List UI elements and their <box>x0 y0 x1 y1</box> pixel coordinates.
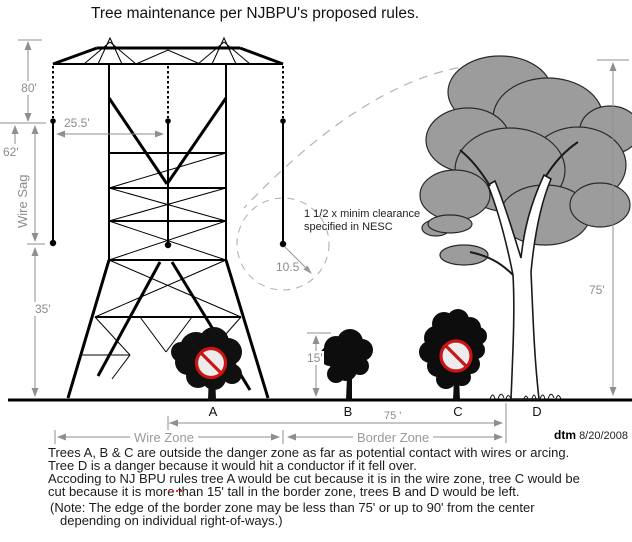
grass-tufts <box>489 393 562 400</box>
dim-75ft-tree-label: 75' <box>588 283 606 297</box>
dim-25-5ft-label: 25.5' <box>64 116 90 130</box>
tree-d-drawing <box>419 55 632 400</box>
explanation-line-4: cut because it is more than 15' tall in … <box>48 484 520 500</box>
note-line-2: depending on individual right-of-ways.) <box>60 513 283 529</box>
tree-c-label: C <box>453 404 463 419</box>
dim-80ft-label: 80' <box>13 81 45 95</box>
nesc-clearance-circle <box>236 197 330 291</box>
page-title: Tree maintenance per NJBPU's proposed ru… <box>91 5 420 22</box>
no-symbol-icon <box>194 346 228 380</box>
dim-62ft-label: 62' <box>2 145 20 159</box>
wire-sag-label: Wire Sag <box>15 174 30 228</box>
transmission-tower-icon <box>52 36 284 399</box>
no-symbol-icon <box>439 339 473 373</box>
nesc-clearance-note-line2: specified in NESC <box>304 221 393 233</box>
signature-initials: dtm <box>554 428 576 442</box>
tree-b-label: B <box>343 404 353 419</box>
explanation-line-2: Tree D is a danger because it would hit … <box>48 458 417 474</box>
insulators-and-wires <box>49 66 287 249</box>
explanation-text: Trees A, B & C are outside the danger zo… <box>48 446 580 528</box>
tree-a-drawing <box>171 327 242 400</box>
signature-date: 8/20/2008 <box>579 430 628 442</box>
tree-b-drawing <box>320 329 373 400</box>
dimension-arrowheads <box>11 41 617 441</box>
border-zone-label: Border Zone <box>353 430 434 445</box>
tree-d-label: D <box>532 404 542 419</box>
wire-zone-label: Wire Zone <box>130 430 198 445</box>
explanation-line-1: Trees A, B & C are outside the danger zo… <box>48 445 570 460</box>
dim-35ft-label: 35' <box>34 302 52 316</box>
tree-c-drawing <box>419 309 487 400</box>
spellcheck-squiggle <box>168 486 182 492</box>
dim-15ft-label: 15' <box>306 351 324 365</box>
note-line-1: (Note: The edge of the border zone may b… <box>50 500 535 516</box>
explanation-line-3: Accoding to NJ BPU rules tree A would be… <box>48 471 580 487</box>
tree-a-label: A <box>208 404 218 419</box>
dim-75ft-zone-label: 75 ' <box>382 410 404 422</box>
signature: dtm 8/20/2008 <box>554 428 628 442</box>
dim-10-5ft-label: 10.5 <box>276 260 300 274</box>
nesc-clearance-note-line1: 1 1/2 x minim clearance <box>304 208 421 220</box>
